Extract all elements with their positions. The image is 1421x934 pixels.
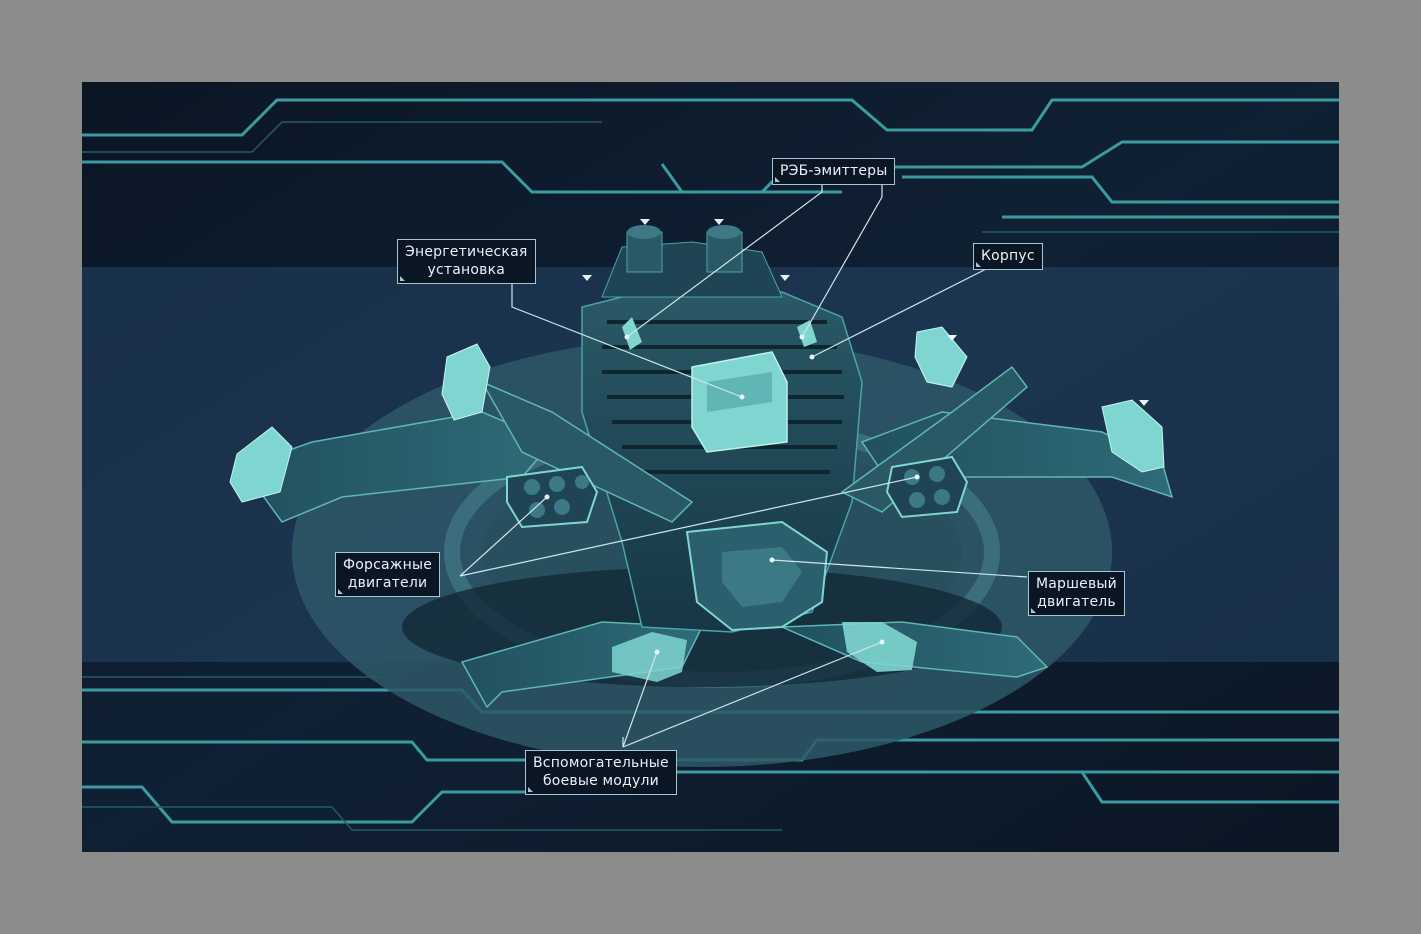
label-reb-emitters-text: РЭБ-эмиттеры [780, 163, 888, 179]
illustration-frame: РЭБ-эмиттеры Энергетическая установка Ко… [82, 82, 1339, 852]
label-aux-modules: Вспомогательные боевые модули [525, 750, 677, 795]
label-aux-modules-line2: боевые модули [542, 773, 659, 789]
afterburners [506, 455, 969, 529]
label-reb-emitters: РЭБ-эмиттеры [772, 158, 896, 185]
spaceship-illustration [82, 82, 1339, 852]
label-power-plant-line1: Энергетическая [405, 244, 528, 260]
label-afterburners: Форсажные двигатели [335, 552, 441, 597]
label-main-engine-line1: Маршевый [1036, 576, 1117, 592]
rear-wings [460, 621, 1049, 709]
label-main-engine: Маршевый двигатель [1028, 571, 1125, 616]
label-main-engine-line2: двигатель [1037, 594, 1116, 610]
label-hull: Корпус [973, 243, 1043, 270]
label-power-plant: Энергетическая установка [397, 239, 536, 284]
weapon-pods [229, 326, 1165, 503]
label-afterburners-line1: Форсажные [343, 557, 433, 573]
label-afterburners-line2: двигатели [347, 575, 428, 591]
ship-hull [581, 225, 863, 633]
marker-triangles [582, 219, 1149, 406]
label-aux-modules-line1: Вспомогательные [533, 755, 669, 771]
label-power-plant-line2: установка [427, 262, 506, 278]
label-hull-text: Корпус [981, 248, 1035, 264]
